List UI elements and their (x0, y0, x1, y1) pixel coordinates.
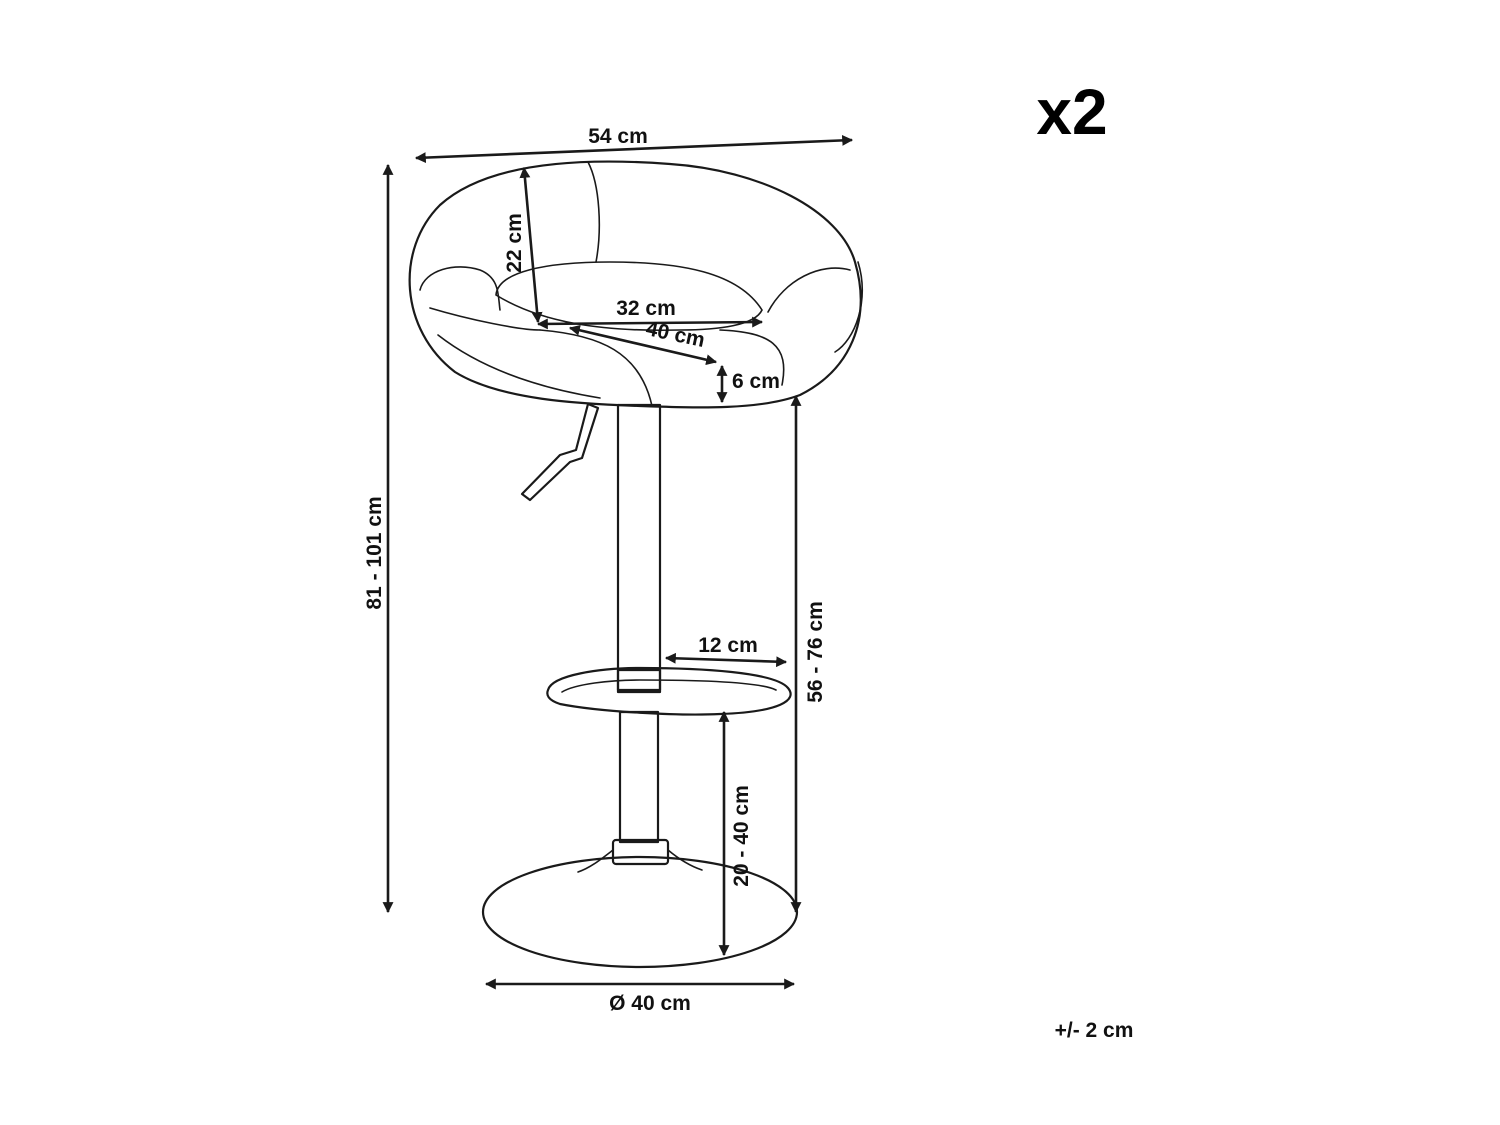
backrest-height-label: 22 cm (503, 213, 526, 273)
stool-outline (408, 160, 864, 969)
seat-inner-width-arrow (536, 316, 764, 330)
dimension-labels: 54 cm 81 - 101 cm 22 cm 32 cm 40 cm 6 cm… (363, 125, 827, 1015)
dimension-lines (382, 134, 854, 990)
footrest-depth-arrow (664, 652, 788, 668)
seat-width-arrow (414, 134, 854, 164)
front-cushion (539, 329, 653, 407)
cushion-thickness-label: 6 cm (732, 370, 780, 393)
base-cone-right (667, 849, 703, 871)
back-seam-right (834, 261, 864, 353)
back-seam-left (587, 161, 601, 263)
base-cone (577, 849, 614, 873)
lower-rim (437, 334, 601, 399)
seat-height-label: 56 - 76 cm (804, 601, 827, 703)
backrest-height-arrow (519, 166, 543, 324)
front-cushion-right (719, 329, 785, 386)
tolerance-label: +/- 2 cm (1055, 1019, 1134, 1042)
footrest-depth-label: 12 cm (698, 634, 758, 657)
quantity-label: x2 (1036, 76, 1107, 148)
footrest-ring (546, 666, 792, 716)
lift-lever (520, 402, 600, 502)
lower-column (618, 710, 660, 844)
upper-column (616, 403, 662, 692)
footrest-ring-inner (561, 679, 777, 693)
seat-shell (408, 160, 862, 409)
seat-depth-arrow (568, 324, 718, 366)
seat-inner-width-label: 32 cm (616, 297, 676, 320)
left-arm-cushion (419, 266, 501, 311)
right-arm-cushion (767, 267, 851, 313)
base-collar (611, 838, 670, 866)
seat-width-label: 54 cm (588, 125, 648, 148)
base-diameter-label: Ø 40 cm (609, 992, 691, 1015)
total-height-label: 81 - 101 cm (363, 496, 386, 609)
left-arm-inner (429, 307, 541, 331)
footrest-height-label: 20 - 40 cm (730, 785, 753, 887)
